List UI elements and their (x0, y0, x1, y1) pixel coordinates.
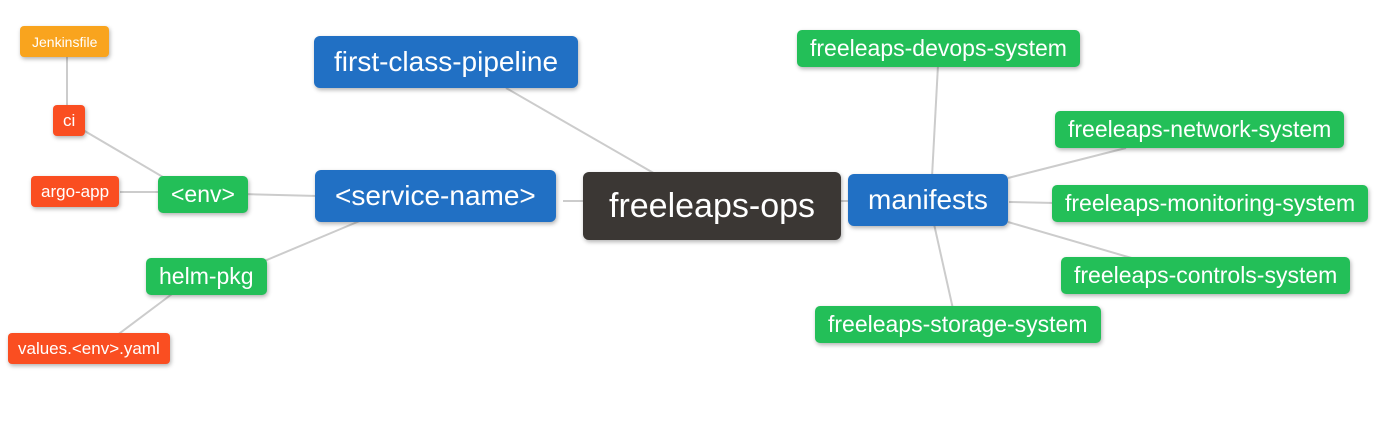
node-freeleaps-controls-system[interactable]: freeleaps-controls-system (1061, 257, 1351, 294)
edge-manifests-network-system (1007, 147, 1127, 179)
node-freeleaps-network-system[interactable]: freeleaps-network-system (1055, 111, 1345, 148)
node-manifests[interactable]: manifests (848, 174, 1008, 226)
node-freeleaps-devops-system[interactable]: freeleaps-devops-system (797, 30, 1080, 67)
node-first-class-pipeline[interactable]: first-class-pipeline (314, 36, 579, 88)
node-ci[interactable]: ci (53, 105, 86, 136)
edge-manifests-devops-system (931, 64, 939, 178)
node-service-name[interactable]: <service-name> (315, 170, 556, 222)
edge-first-class-pipeline-root (505, 87, 658, 176)
node-freeleaps-ops[interactable]: freeleaps-ops (583, 172, 842, 240)
edge-service-name-helm-pkg (261, 219, 363, 263)
edge-ci-env (82, 129, 169, 181)
node-freeleaps-storage-system[interactable]: freeleaps-storage-system (815, 306, 1101, 343)
node-jenkinsfile[interactable]: Jenkinsfile (20, 26, 110, 57)
node-helm-pkg[interactable]: helm-pkg (146, 258, 267, 295)
node-freeleaps-monitoring-system[interactable]: freeleaps-monitoring-system (1052, 185, 1369, 222)
edge-env-service-name (241, 193, 319, 197)
edge-manifests-storage-system (933, 223, 954, 310)
node-argo-app[interactable]: argo-app (31, 176, 120, 207)
edge-helm-pkg-values-env-yaml (115, 293, 173, 337)
node-values-env-yaml[interactable]: values.<env>.yaml (8, 333, 170, 364)
edge-manifests-monitoring-system (1008, 201, 1056, 204)
node-env[interactable]: <env> (158, 176, 248, 213)
edge-manifests-controls-system (1007, 221, 1136, 260)
